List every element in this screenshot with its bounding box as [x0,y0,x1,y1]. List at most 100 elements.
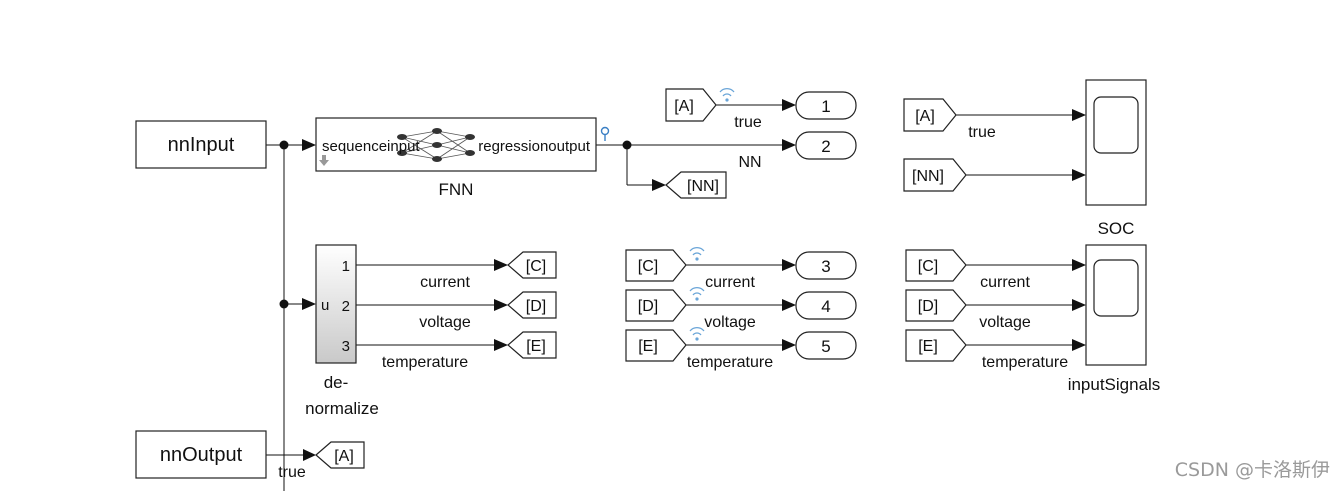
scope-soc-name: SOC [1098,219,1135,238]
svg-text:2: 2 [821,137,830,156]
arrowhead [494,299,508,311]
arrowhead [782,99,796,111]
fnn-block[interactable]: sequenceinput regressionoutput [315,117,597,172]
denormalize-name-line1: de- [324,373,349,392]
arrowheads [279,99,1086,461]
from-a-right[interactable]: [A] [903,98,957,132]
denormalize-name-line2: normalize [305,399,379,418]
from-a-middle[interactable]: [A] [665,88,717,122]
scope-inputsignals[interactable] [1085,244,1147,366]
fnn-input-port-label: sequenceinput [322,138,420,155]
svg-text:[C]: [C] [526,258,546,275]
scope-screen-icon [1093,259,1139,317]
svg-text:[D]: [D] [638,298,658,315]
watermark: CSDN @卡洛斯伊 [1175,459,1330,481]
denorm-output-port-3: 3 [342,338,350,355]
denormalize-block[interactable]: u 1 2 3 [315,244,357,364]
arrowhead [302,139,316,151]
signal-label-temperature: temperature [382,354,468,371]
svg-text:[E]: [E] [638,338,658,355]
neural-network-icon [397,128,475,162]
svg-text:[A]: [A] [674,98,694,115]
goto-a[interactable]: [A] [315,441,365,469]
svg-text:[D]: [D] [918,298,938,315]
arrowhead [782,339,796,351]
outport-2[interactable]: 2 [795,131,857,160]
arrowhead [494,259,508,271]
svg-text:[A]: [A] [334,448,354,465]
signal-label-nn: NN [738,154,761,171]
fnn-name: FNN [439,180,474,199]
signal-label-current: current [705,274,755,291]
arrowhead [782,139,796,151]
arrowhead [1072,109,1086,121]
signal-label-voltage: voltage [704,314,756,331]
from-d-right[interactable]: [D] [905,289,967,322]
goto-d[interactable]: [D] [507,291,557,319]
svg-text:5: 5 [821,337,830,356]
nninput-block[interactable]: nnInput [135,120,267,169]
svg-text:3: 3 [821,257,830,276]
signal-label-voltage: voltage [979,314,1031,331]
arrowhead [1072,259,1086,271]
from-e-right[interactable]: [E] [905,329,967,362]
signal-label-true: true [968,124,996,141]
svg-text:[C]: [C] [638,258,658,275]
nnoutput-label: nnOutput [160,444,243,466]
outport-3[interactable]: 3 [795,251,857,280]
signal-label-voltage: voltage [419,314,471,331]
from-e-middle[interactable]: [E] [625,329,687,362]
nnoutput-block[interactable]: nnOutput [135,430,267,479]
outport-5[interactable]: 5 [795,331,857,360]
svg-text:[E]: [E] [918,338,938,355]
signal-labels: true NN current voltage temperature curr… [278,114,1068,481]
svg-text:[E]: [E] [526,338,546,355]
signal-probe-icon [600,126,610,141]
svg-text:[D]: [D] [526,298,546,315]
svg-text:1: 1 [821,97,830,116]
signal-label-current: current [420,274,470,291]
arrowhead [494,339,508,351]
arrowhead [1072,339,1086,351]
arrowhead [1072,299,1086,311]
branch-point [622,140,632,150]
arrowhead [1072,169,1086,181]
signal-label-true: true [734,114,762,131]
scope-soc[interactable] [1085,79,1147,206]
goto-e[interactable]: [E] [507,331,557,359]
from-d-middle[interactable]: [D] [625,289,687,322]
down-arrow-icon [319,155,329,166]
outport-4[interactable]: 4 [795,291,857,320]
wireless-icon [719,88,735,102]
wireless-icon [689,287,705,301]
wireless-icon [689,247,705,261]
branch-point [279,140,289,150]
scope-screen-icon [1093,96,1139,154]
from-c-right[interactable]: [C] [905,249,967,282]
svg-text:4: 4 [821,297,830,316]
svg-text:[NN]: [NN] [687,178,719,195]
scope-inputsignals-name: inputSignals [1068,375,1161,394]
denorm-output-port-2: 2 [342,298,350,315]
signal-label-temperature: temperature [687,354,773,371]
from-c-middle[interactable]: [C] [625,249,687,282]
from-nn-right[interactable]: [NN] [903,158,967,192]
signal-label-current: current [980,274,1030,291]
denorm-output-port-1: 1 [342,258,350,275]
fnn-output-port-label: regressionoutput [478,138,591,155]
goto-nn[interactable]: [NN] [665,171,727,199]
arrowhead [302,298,316,310]
arrowhead [782,299,796,311]
signal-label-true: true [278,464,306,481]
arrowhead [652,179,666,191]
branch-point [279,299,289,309]
arrowhead [782,259,796,271]
wireless-icon [689,327,705,341]
goto-c[interactable]: [C] [507,251,557,279]
svg-text:[A]: [A] [915,108,935,125]
arrowhead [303,449,316,461]
nninput-label: nnInput [168,134,235,156]
signal-label-temperature: temperature [982,354,1068,371]
outport-1[interactable]: 1 [795,91,857,120]
